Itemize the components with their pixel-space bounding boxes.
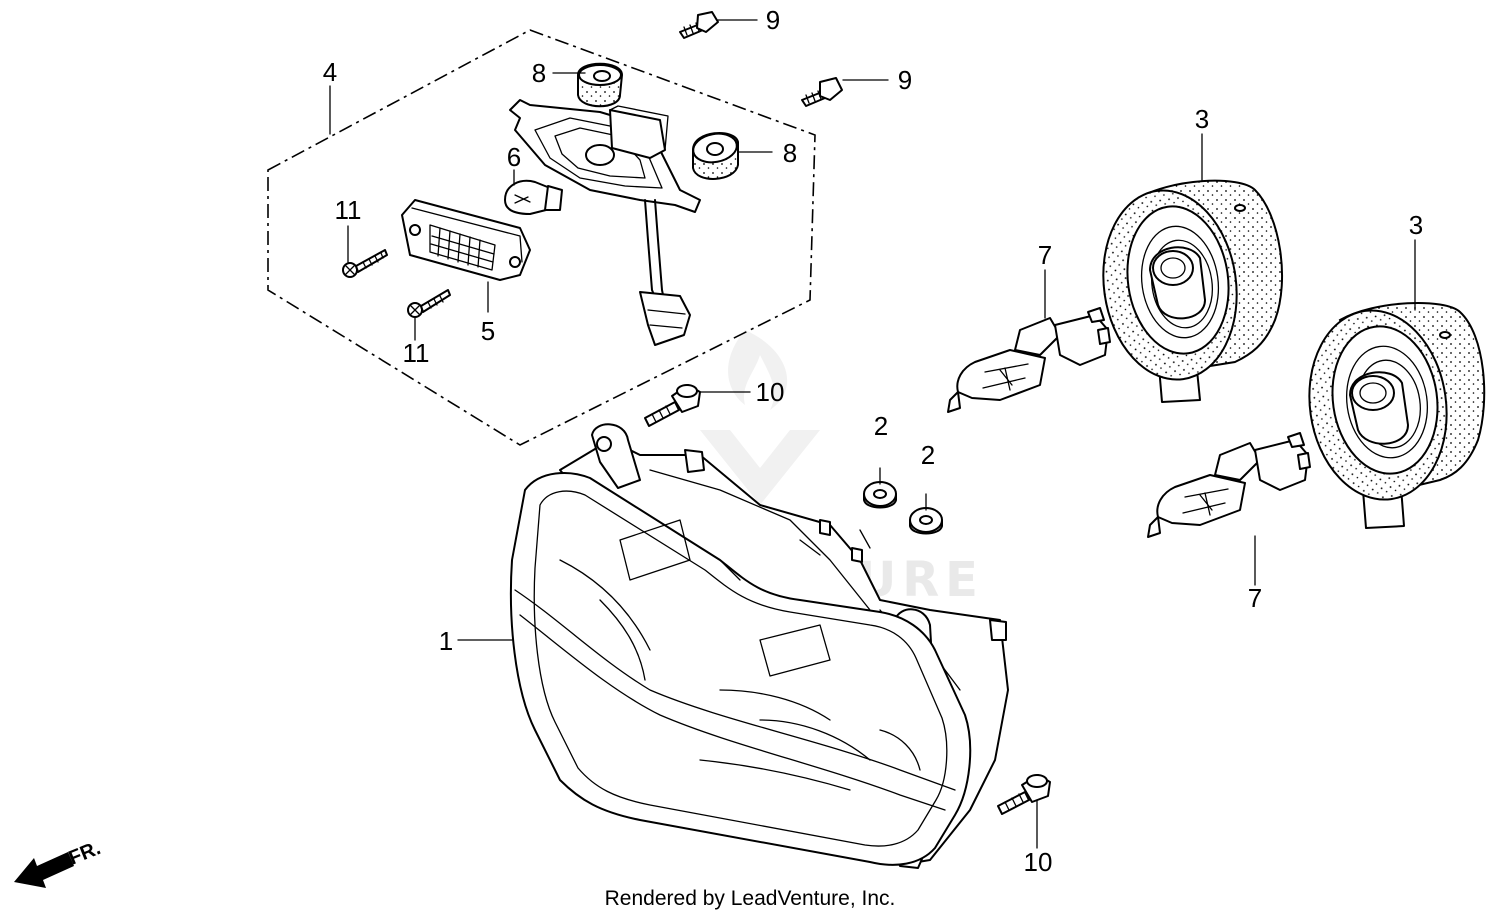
front-arrow-icon	[14, 852, 74, 888]
dust-cover-3-lower	[1308, 301, 1486, 529]
position-lamp-socket	[509, 99, 701, 346]
wedge-bulb-6	[504, 180, 563, 215]
callout-5: 5	[481, 316, 495, 346]
callout-6: 6	[507, 142, 521, 172]
callout-7b: 7	[1248, 583, 1262, 613]
callout-9b: 9	[898, 65, 912, 95]
callout-2b: 2	[921, 440, 935, 470]
washer-2-left	[863, 481, 897, 509]
assembly-outline-4	[267, 29, 816, 446]
callout-8b: 8	[783, 138, 797, 168]
callout-10b: 10	[1024, 847, 1053, 877]
callout-1: 1	[439, 626, 453, 656]
position-lamp-lens-5	[401, 199, 531, 281]
bolt-10-upper	[644, 384, 701, 427]
callout-3a: 3	[1195, 104, 1209, 134]
washer-2-right	[909, 507, 943, 535]
grommet-8-upper	[577, 62, 624, 108]
callout-9a: 9	[766, 5, 780, 35]
halogen-bulb-7-upper	[947, 307, 1111, 413]
headlight-unit-1	[509, 423, 1009, 869]
callout-10a: 10	[756, 377, 785, 407]
front-direction-marker: FR.	[14, 837, 104, 888]
bolt-10-lower	[997, 774, 1051, 815]
front-marker-text: FR.	[66, 837, 104, 869]
screw-11-lower	[407, 289, 451, 318]
callout-11b: 11	[403, 338, 430, 368]
grommet-8-lower	[692, 131, 739, 180]
callout-7a: 7	[1038, 240, 1052, 270]
halogen-bulb-7-lower	[1147, 432, 1311, 538]
render-credit: Rendered by LeadVenture, Inc.	[605, 887, 896, 910]
leader-lines	[329, 19, 1416, 849]
dust-cover-3-upper	[1102, 179, 1284, 403]
callout-4: 4	[323, 57, 337, 87]
callout-labels: 1 2 2 3 3 4 5 6 7 7 8 8 9 9 10 10 11 11	[323, 5, 1423, 877]
callout-2a: 2	[874, 411, 888, 441]
callout-11a: 11	[335, 195, 362, 225]
callout-8a: 8	[532, 58, 546, 88]
callout-3b: 3	[1409, 210, 1423, 240]
screw-11-upper	[342, 249, 388, 278]
bolt-9-upper	[679, 11, 719, 39]
bolt-9-lower	[801, 77, 843, 107]
